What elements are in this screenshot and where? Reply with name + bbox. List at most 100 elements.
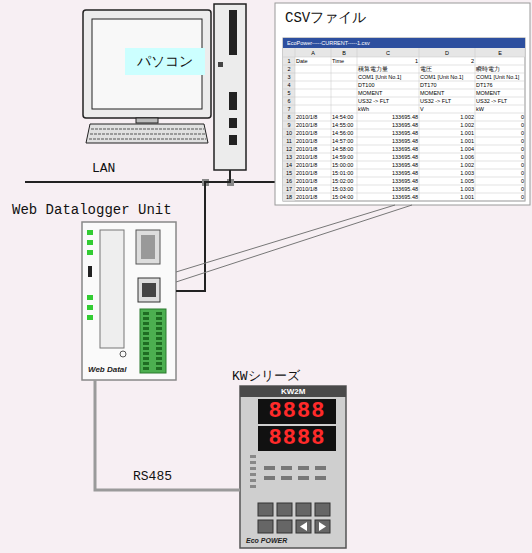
grid-line bbox=[419, 48, 420, 201]
datalogger-illustration-part bbox=[141, 235, 155, 259]
terminal-screw bbox=[143, 367, 149, 370]
table-cell: 4 bbox=[284, 81, 294, 89]
grid-line bbox=[525, 48, 526, 201]
table-cell: 6 bbox=[284, 97, 294, 105]
terminal-screw bbox=[143, 322, 149, 325]
table-cell: 14:59:00 bbox=[332, 153, 356, 161]
table-cell: 2010/1/8 bbox=[296, 129, 330, 137]
table-cell: D bbox=[420, 49, 474, 57]
table-cell: 14:57:00 bbox=[332, 137, 356, 145]
terminal-screw bbox=[156, 332, 162, 335]
grid-line bbox=[283, 169, 525, 170]
kw-meter-node: KWシリーズKW2M88888888Eco POWER bbox=[240, 386, 346, 548]
table-cell: 133695.48 bbox=[358, 145, 418, 153]
kw-meter-illustration-part bbox=[258, 503, 273, 516]
table-cell: MOMENT bbox=[358, 89, 418, 97]
datalogger-illustration bbox=[82, 222, 176, 380]
table-cell: 0 bbox=[476, 153, 524, 161]
table-cell: 1.006 bbox=[420, 153, 474, 161]
grid-line bbox=[283, 113, 525, 114]
computer-illustration-part bbox=[83, 10, 211, 118]
table-cell: 14:58:00 bbox=[332, 145, 356, 153]
table-cell: 16 bbox=[284, 177, 294, 185]
table-cell: 2010/1/8 bbox=[296, 113, 330, 121]
computer-illustration-part bbox=[229, 118, 237, 128]
table-cell: 電圧 bbox=[420, 65, 474, 73]
table-cell: COM1 [Unit No.1] bbox=[476, 73, 524, 81]
grid-line bbox=[283, 193, 525, 194]
grid-line bbox=[283, 161, 525, 162]
table-cell: 2010/1/8 bbox=[296, 193, 330, 201]
datalogger-illustration-part bbox=[140, 309, 166, 373]
terminal-screw bbox=[143, 312, 149, 315]
device-brand: Web Datal bbox=[88, 365, 127, 375]
device-heading: Web Datalogger Unit bbox=[12, 201, 172, 219]
table-cell: 2010/1/8 bbox=[296, 137, 330, 145]
terminal-screw bbox=[143, 317, 149, 320]
table-cell: 133695.48 bbox=[358, 113, 418, 121]
kw-meter-illustration-part bbox=[281, 476, 292, 480]
table-cell: DT170 bbox=[420, 81, 474, 89]
table-cell: 1.002 bbox=[420, 161, 474, 169]
kw-meter-illustration-part bbox=[250, 467, 256, 470]
table-cell: 18 bbox=[284, 193, 294, 201]
table-cell: 133695.48 bbox=[358, 129, 418, 137]
terminal-screw bbox=[143, 342, 149, 345]
datalogger-illustration-part bbox=[87, 250, 93, 255]
table-cell: 133695.48 bbox=[358, 137, 418, 145]
spreadsheet-grid bbox=[283, 38, 525, 201]
kw-meter-illustration-part bbox=[277, 503, 292, 516]
terminal-screw bbox=[156, 312, 162, 315]
table-cell: 15 bbox=[284, 169, 294, 177]
table-cell: 1.003 bbox=[420, 185, 474, 193]
computer-node: パソコン bbox=[82, 4, 247, 170]
datalogger-illustration-part bbox=[87, 305, 93, 310]
grid-line bbox=[283, 145, 525, 146]
kw-meter-illustration-part bbox=[281, 466, 292, 470]
bus-label: LAN bbox=[92, 161, 115, 177]
table-cell: 14:55:00 bbox=[332, 121, 356, 129]
kw-meter-illustration-part bbox=[296, 520, 311, 533]
kw-meter-illustration-part bbox=[319, 522, 326, 531]
table-cell: US32 -> FLT bbox=[358, 97, 418, 105]
table-cell: 17 bbox=[284, 185, 294, 193]
callout-title: CSVファイル bbox=[285, 9, 366, 27]
grid-line bbox=[283, 121, 525, 122]
screen-label: パソコン bbox=[125, 48, 205, 75]
table-cell: Time bbox=[332, 57, 356, 65]
lan-bus-part bbox=[25, 181, 275, 183]
datalogger-illustration-part bbox=[120, 351, 126, 357]
terminal-screw bbox=[143, 337, 149, 340]
kw-meter-illustration bbox=[240, 386, 346, 548]
table-cell: 133695.48 bbox=[358, 177, 418, 185]
table-cell: 1.001 bbox=[420, 137, 474, 145]
table-cell: 0 bbox=[476, 177, 524, 185]
computer-illustration-part bbox=[90, 134, 205, 135]
table-cell: 133695.48 bbox=[358, 121, 418, 129]
table-cell: DT100 bbox=[358, 81, 418, 89]
grid-line bbox=[283, 89, 525, 90]
table-cell: 133695.48 bbox=[358, 185, 418, 193]
table-cell: 2010/1/8 bbox=[296, 177, 330, 185]
computer-illustration-part bbox=[91, 129, 204, 130]
grid-line bbox=[283, 185, 525, 186]
grid-line bbox=[283, 129, 525, 130]
terminal-screw bbox=[156, 342, 162, 345]
table-cell: 13 bbox=[284, 153, 294, 161]
table-cell: 2010/1/8 bbox=[296, 169, 330, 177]
table-cell: 14 bbox=[284, 161, 294, 169]
table-cell: 1 bbox=[284, 57, 294, 65]
table-cell: 1.002 bbox=[420, 113, 474, 121]
table-cell: 133695.48 bbox=[358, 153, 418, 161]
kw-meter-illustration-part bbox=[258, 426, 336, 451]
lan-bus bbox=[25, 179, 275, 186]
table-cell: 0 bbox=[476, 161, 524, 169]
grid-line bbox=[283, 201, 525, 202]
kw-meter-illustration-part bbox=[250, 485, 256, 488]
datalogger-illustration-part bbox=[87, 240, 93, 245]
table-cell: 0 bbox=[476, 121, 524, 129]
table-cell: Date bbox=[296, 57, 330, 65]
grid-line bbox=[283, 105, 525, 106]
table-cell: B bbox=[332, 49, 356, 57]
